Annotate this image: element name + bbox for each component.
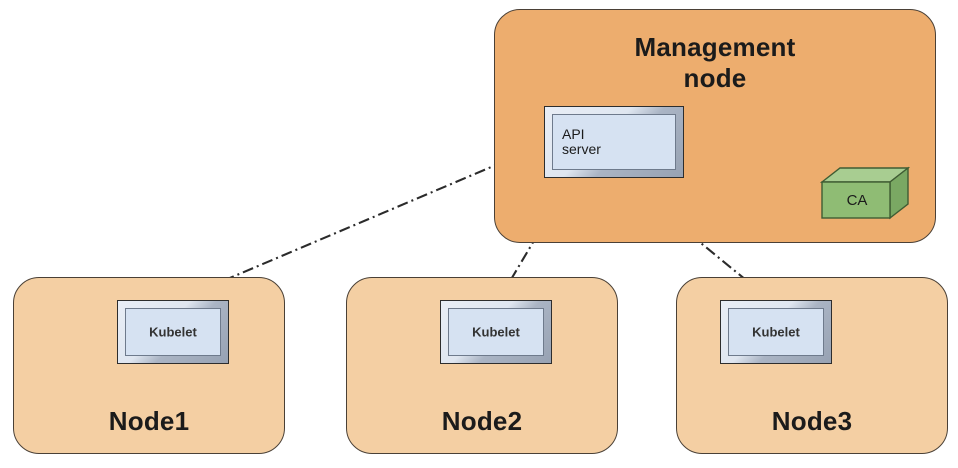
management-node-title: Management node bbox=[495, 32, 935, 94]
kubelet-1-label: Kubelet bbox=[149, 324, 197, 340]
kubelet-node-1[interactable]: Kubelet bbox=[117, 300, 229, 364]
worker-node-1-title: Node1 bbox=[108, 406, 190, 436]
worker-node-3-title: Node3 bbox=[771, 406, 853, 436]
api-server-label: API server bbox=[562, 127, 601, 157]
api-server-face: API server bbox=[552, 114, 676, 170]
kubelet-1-face: Kubelet bbox=[125, 308, 221, 356]
ca-label: CA bbox=[846, 192, 868, 209]
kubelet-3-label: Kubelet bbox=[752, 324, 800, 340]
management-node-title-line-2: node bbox=[683, 63, 747, 93]
management-node-title-line-1: Management bbox=[634, 32, 796, 62]
kubelet-2-label: Kubelet bbox=[472, 324, 520, 340]
ca-cuboid-icon bbox=[820, 166, 910, 220]
api-server-label-line-2: server bbox=[562, 141, 601, 157]
api-server-label-line-1: API bbox=[562, 126, 585, 142]
kubelet-node-2[interactable]: Kubelet bbox=[440, 300, 552, 364]
worker-node-2-title: Node2 bbox=[441, 406, 523, 436]
certificate-authority-node[interactable]: CA bbox=[820, 166, 910, 220]
api-server-node[interactable]: API server bbox=[544, 106, 684, 178]
kubelet-node-3[interactable]: Kubelet bbox=[720, 300, 832, 364]
kubelet-2-face: Kubelet bbox=[448, 308, 544, 356]
kubelet-3-face: Kubelet bbox=[728, 308, 824, 356]
